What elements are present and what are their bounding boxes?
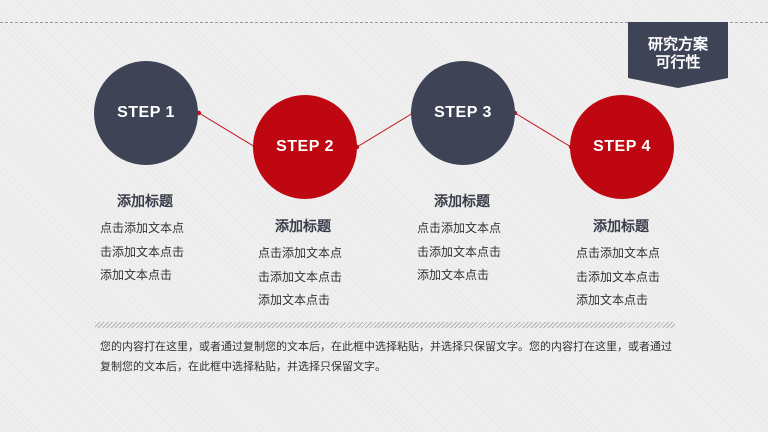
step-1-circle: STEP 1	[94, 61, 198, 165]
step-4-circle: STEP 4	[570, 95, 674, 199]
step-2-text: 添加标题 点击添加文本点 击添加文本点击 添加文本点击	[258, 217, 388, 313]
step-3-line-2: 击添加文本点击	[417, 244, 502, 259]
connector-2-3	[356, 112, 414, 148]
step-2-heading: 添加标题	[275, 219, 331, 235]
step-3-line-3: 添加文本点击	[417, 268, 490, 282]
step-3-text: 添加标题 点击添加文本点 击添加文本点击 添加文本点击	[417, 192, 547, 288]
step-3-line-1: 点击添加文本点	[417, 221, 502, 235]
step-4-line-1: 点击添加文本点	[576, 246, 661, 260]
step-3-heading: 添加标题	[434, 194, 490, 210]
step-3-circle: STEP 3	[411, 61, 515, 165]
banner-title-line-2: 可行性	[655, 53, 701, 71]
step-4-heading: 添加标题	[593, 219, 649, 235]
step-1-text: 添加标题 点击添加文本点 击添加文本点击 添加文本点击	[100, 192, 230, 288]
step-2-line-3: 添加文本点击	[258, 293, 331, 307]
step-4-line-3: 添加文本点击	[576, 293, 649, 307]
step-4-text: 添加标题 点击添加文本点 击添加文本点击 添加文本点击	[576, 217, 706, 313]
top-dashed-divider	[0, 22, 768, 23]
step-4-line-2: 击添加文本点击	[576, 269, 661, 284]
step-1-line-3: 添加文本点击	[100, 268, 173, 282]
banner-title-line-1: 研究方案	[647, 35, 708, 53]
connector-1-2	[198, 112, 256, 148]
hatched-divider	[95, 322, 675, 328]
title-banner: 研究方案 可行性	[628, 22, 728, 88]
step-2-line-1: 点击添加文本点	[258, 246, 343, 260]
step-1-line-1: 点击添加文本点	[100, 221, 185, 235]
step-1-line-2: 击添加文本点击	[100, 244, 185, 259]
step-2-line-2: 击添加文本点击	[258, 269, 343, 284]
step-2-circle: STEP 2	[253, 95, 357, 199]
connector-3-4	[514, 112, 572, 148]
banner-shape	[628, 22, 728, 88]
footer-paragraph: 您的内容打在这里，或者通过复制您的文本后，在此框中选择粘贴，并选择只保留文字。您…	[100, 340, 672, 373]
step-1-heading: 添加标题	[117, 194, 173, 210]
